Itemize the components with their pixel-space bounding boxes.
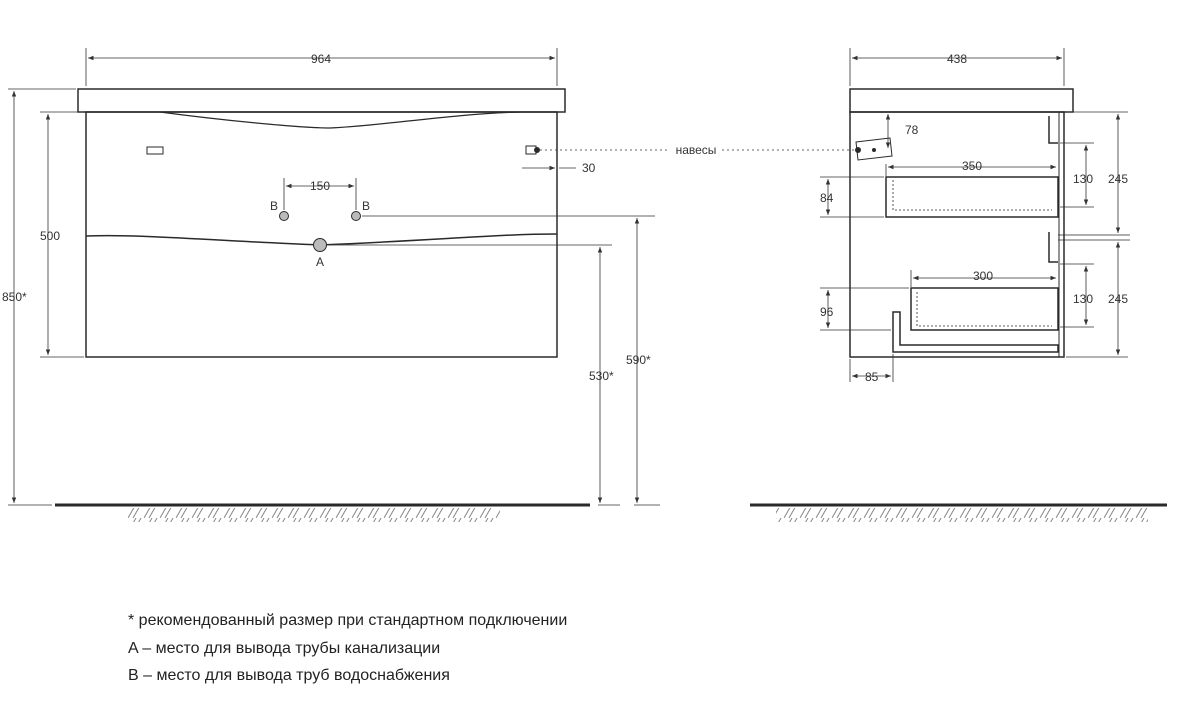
basin-curve (159, 111, 521, 129)
dim-top-drawer-front-84: 84 (820, 191, 834, 205)
dim-hinge-offset-30: 30 (582, 161, 596, 175)
supply-hole-left (279, 211, 289, 221)
dim-drain-height-530: 530* (589, 369, 614, 383)
side-bottom-drawer (910, 287, 1059, 331)
legend-notes: * рекомендованный размер при стандартном… (128, 610, 567, 693)
front-dimension-labels: 964 850* 500 150 30 590* 530* B B A наве… (2, 52, 716, 383)
side-floor-hatch (776, 508, 1148, 522)
front-dimensions (8, 48, 855, 506)
side-hinge-bracket (855, 137, 893, 161)
side-dimensions (820, 48, 1128, 382)
dim-depth-438: 438 (947, 52, 967, 66)
dim-pipe-spacing-150: 150 (310, 179, 330, 193)
side-cabinet-body (849, 111, 1065, 358)
dim-top-drawer-depth-350: 350 (962, 159, 982, 173)
dim-top-drawer-height-130: 130 (1073, 172, 1093, 186)
dim-total-height-850: 850* (2, 290, 27, 304)
front-view (55, 88, 590, 522)
label-a: A (316, 255, 324, 269)
hinges-label: навесы (676, 143, 717, 157)
side-countertop (849, 88, 1074, 113)
note-asterisk: * рекомендованный размер при стандартном… (128, 612, 568, 629)
side-top-drawer (885, 176, 1059, 218)
dim-bottom-offset-85: 85 (865, 370, 879, 384)
supply-hole-right (351, 211, 361, 221)
dim-supply-height-590: 590* (626, 353, 651, 367)
note-b: B – место для вывода труб водоснабжения (128, 667, 450, 684)
side-view (750, 88, 1167, 522)
side-dimension-labels: 438 78 350 84 130 245 300 96 130 245 85 (820, 52, 1128, 384)
label-b-right: B (362, 199, 370, 213)
front-cabinet-body (85, 111, 558, 358)
dim-hinge-drop-78: 78 (905, 123, 919, 137)
side-bottom-drawer-inner (916, 292, 1052, 327)
dim-cabinet-height-500: 500 (40, 229, 60, 243)
note-a: A – место для вывода трубы канализации (128, 639, 441, 657)
dim-bottom-drawer-depth-300: 300 (973, 269, 993, 283)
front-countertop (77, 88, 566, 113)
dim-width-964: 964 (311, 52, 331, 66)
dim-bottom-drawer-front-96: 96 (820, 305, 834, 319)
dim-bottom-drawer-height-130: 130 (1073, 292, 1093, 306)
dim-bottom-section-245: 245 (1108, 292, 1128, 306)
front-floor-hatch (128, 508, 500, 522)
side-top-drawer-inner (892, 180, 1052, 211)
dim-top-section-245: 245 (1108, 172, 1128, 186)
side-bottom-panel (892, 311, 1059, 353)
hinge-point (534, 147, 540, 153)
drain-hole (313, 238, 327, 252)
front-left-handle (146, 146, 164, 155)
label-b-left: B (270, 199, 278, 213)
